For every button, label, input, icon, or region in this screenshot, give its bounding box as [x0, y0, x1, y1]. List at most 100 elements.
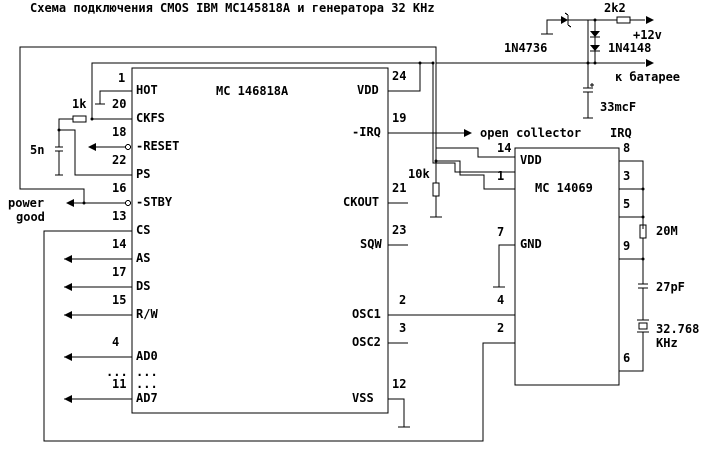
label-10k: 10k	[408, 167, 430, 181]
pin-label-vdd-c2: VDD	[520, 153, 542, 167]
label-power: power	[8, 196, 44, 210]
label-20m: 20M	[656, 224, 678, 238]
wire-crystal-p6	[619, 332, 644, 372]
diode-bars	[590, 36, 600, 52]
label-1n4736: 1N4736	[504, 41, 547, 55]
pin-label-gnd-c2: GND	[520, 237, 542, 251]
wire-gnd-c2	[493, 244, 515, 288]
pin-label-vss: VSS	[352, 391, 374, 405]
label-good: good	[16, 210, 45, 224]
pin-num-13: 13	[112, 209, 126, 223]
wire-vdd	[388, 63, 421, 92]
arrow-as	[64, 255, 72, 263]
pin-label-hot: HOT	[136, 83, 158, 97]
arrow-reset	[88, 143, 96, 151]
pin-num-12: 12	[392, 377, 406, 391]
wire-chip2-right	[619, 160, 644, 260]
pin-num-21: 21	[392, 181, 406, 195]
resistor-1k	[72, 115, 87, 123]
pin-label-sqw: SQW	[360, 237, 382, 251]
pin-num-14-c2: 14	[497, 141, 511, 155]
wire-cs	[43, 230, 515, 442]
pin-num-5-c2: 5	[623, 197, 630, 211]
wire-zener	[546, 19, 567, 34]
pin-label-rw: R/W	[136, 307, 158, 321]
capacitor-33mcf	[583, 63, 593, 119]
resistor-2k2	[616, 16, 631, 24]
crystal-32khz	[638, 322, 648, 330]
label-plus12: +12v	[633, 28, 662, 42]
arrow-power-good	[66, 199, 74, 207]
pin-num-dots: ...	[106, 365, 128, 379]
junction-vdd2	[431, 61, 435, 65]
diagram-title: Схема подключения CMOS IBM MC145818A и г…	[30, 1, 435, 15]
pin-num-23: 23	[392, 223, 406, 237]
chip1-name: MC 146818A	[216, 84, 289, 98]
wire-1k-left	[58, 118, 73, 147]
pin-label-cs: CS	[136, 223, 150, 237]
pin-label-ad7: AD7	[136, 391, 158, 405]
pin-label-vdd: VDD	[357, 83, 379, 97]
zener-bar	[564, 12, 595, 28]
wire-vss-ground	[388, 398, 410, 428]
chip2-name: MC 14069	[535, 181, 593, 195]
pin-num-3-c2: 3	[623, 169, 630, 183]
pin-num-6-c2: 6	[623, 351, 630, 365]
arrow-plus12	[646, 16, 654, 24]
label-33mcf: 33mcF	[600, 100, 636, 114]
junction-vdd	[418, 61, 422, 65]
pin-num-11: 11	[112, 377, 126, 391]
chip-mc14069-body	[514, 147, 620, 386]
junction-p3	[641, 187, 645, 191]
wire-10k-to-pin1	[436, 160, 515, 190]
pin-label-dots2: ...	[136, 377, 158, 391]
wire-ps	[59, 129, 132, 176]
label-open-collector: open collector	[480, 126, 581, 140]
pin-num-22: 22	[112, 153, 126, 167]
chip-mc146818a-body	[131, 67, 389, 414]
label-xtal-unit: KHz	[656, 336, 678, 350]
diode-1n4148-pair	[590, 31, 600, 51]
label-5n: 5n	[30, 143, 44, 157]
arrow-battery	[646, 59, 654, 67]
pin-label-ps: PS	[136, 167, 150, 181]
arrow-ad7	[64, 395, 72, 403]
pin-label-stby: -STBY	[136, 195, 173, 209]
resistor-10k	[432, 182, 440, 197]
pin-num-7-c2: 7	[497, 225, 504, 239]
wire-battery-bus	[436, 20, 589, 64]
pin-num-14: 14	[112, 237, 126, 251]
wire-stby-up	[19, 46, 515, 203]
pin-label-ad0: AD0	[136, 349, 158, 363]
pin-num-osc1: 2	[399, 293, 406, 307]
label-battery: к батарее	[615, 70, 680, 84]
wire-hot	[99, 90, 132, 104]
junction-p5	[641, 215, 645, 219]
label-1n4148: 1N4148	[608, 41, 651, 55]
arrow-rw	[64, 311, 72, 319]
zener-1n4736	[561, 16, 568, 24]
pin-num-16: 16	[112, 181, 126, 195]
capacitor-5n	[55, 146, 63, 176]
pin-num-4-c2: 4	[497, 293, 504, 307]
pin-num-8-c2: 8	[623, 141, 630, 155]
pin-num-19: 19	[392, 111, 406, 125]
pin-num-24: 24	[392, 69, 406, 83]
pin-num-2-c2: 2	[497, 321, 504, 335]
inverted-bubble-reset	[125, 144, 131, 150]
pin-label-ds: DS	[136, 279, 150, 293]
label-xtal-freq: 32.768	[656, 322, 699, 336]
pin-label-osc1: OSC1	[352, 307, 381, 321]
inverted-bubble-stby	[125, 200, 131, 206]
pin-num-osc2: 3	[399, 321, 406, 335]
pin-label-ckout: CKOUT	[343, 195, 379, 209]
label-2k2: 2k2	[604, 1, 626, 15]
junction-5n	[57, 128, 61, 132]
pin-num-9-c2: 9	[623, 239, 630, 253]
label-1k: 1k	[72, 97, 87, 111]
arrow-ds	[64, 283, 72, 291]
pin-num-17: 17	[112, 265, 126, 279]
pin-label-dots: ...	[136, 365, 158, 379]
capacitor-27pf	[638, 238, 648, 320]
